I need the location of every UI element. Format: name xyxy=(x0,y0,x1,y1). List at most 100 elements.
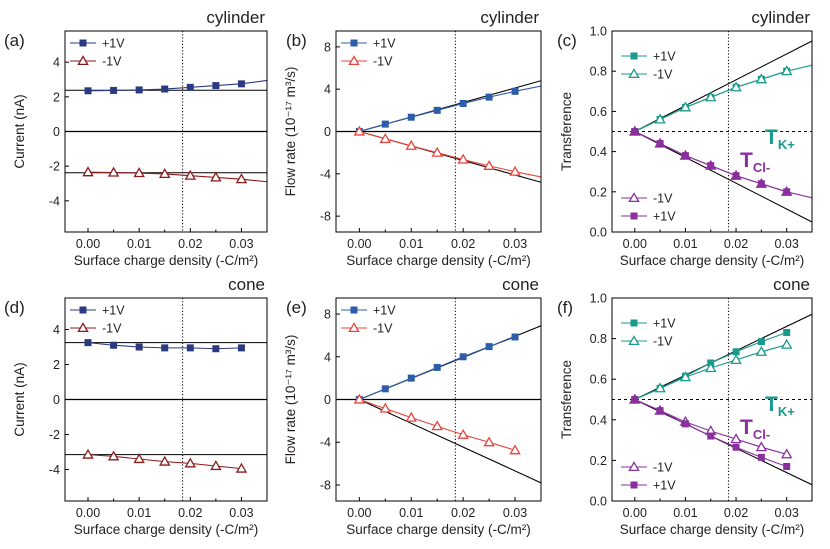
data-point xyxy=(705,91,717,102)
y-tick-label: 1.0 xyxy=(590,292,607,306)
data-point xyxy=(732,172,740,180)
y-tick-label: 0.0 xyxy=(590,226,607,240)
x-tick-label: 0.00 xyxy=(76,506,100,520)
x-tick-label: 0.01 xyxy=(673,506,697,520)
legend-item: -1V xyxy=(621,335,673,349)
x-axis-title: Surface charge density (-C/m²) xyxy=(74,253,259,268)
data-point xyxy=(783,462,791,470)
x-tick-label: 0.03 xyxy=(775,237,799,251)
data-point xyxy=(757,180,765,188)
y-tick-label: 0 xyxy=(53,393,60,407)
data-point xyxy=(159,168,171,179)
y-tick-label: 4 xyxy=(324,350,331,364)
data-point xyxy=(457,428,469,439)
data-point xyxy=(210,460,222,471)
legend-item: +1V xyxy=(621,210,676,224)
x-tick-label: 0.02 xyxy=(724,506,748,520)
data-point xyxy=(159,455,171,466)
series-line xyxy=(634,64,812,132)
legend-label: +1V xyxy=(653,210,676,224)
y-tick-label: 0.0 xyxy=(590,495,607,509)
t-symbol: T xyxy=(740,149,753,172)
legend-marker xyxy=(628,461,640,472)
legend-marker xyxy=(79,306,87,314)
legend-marker xyxy=(348,55,360,66)
legend-marker xyxy=(630,481,638,489)
panel-title: cone xyxy=(228,275,265,294)
plot-area xyxy=(336,31,541,232)
plot-frame xyxy=(611,297,813,502)
data-point xyxy=(133,453,145,464)
legend-marker xyxy=(79,39,87,47)
data-point xyxy=(511,87,519,95)
legend-item: -1V xyxy=(621,461,673,475)
x-tick-label: 0.00 xyxy=(623,506,647,520)
legend-item: -1V xyxy=(621,192,673,206)
data-point xyxy=(707,162,715,170)
legend-item: -1V xyxy=(341,322,393,336)
panel-title: cylinder xyxy=(206,8,265,27)
data-point xyxy=(757,338,765,346)
data-point xyxy=(353,393,366,404)
data-point xyxy=(433,363,441,371)
legend-item: +1V xyxy=(621,317,676,331)
legend-item: +1V xyxy=(341,37,396,51)
data-point xyxy=(161,344,169,352)
reference-line xyxy=(359,399,541,484)
legend-label: +1V xyxy=(373,37,396,51)
y-axis-title: Flow rate (10⁻¹⁷ m³/s) xyxy=(283,335,298,465)
legend-item: -1V xyxy=(70,55,122,69)
x-tick-label: 0.03 xyxy=(775,506,799,520)
series-line xyxy=(359,130,541,178)
data-point xyxy=(509,165,521,176)
data-point xyxy=(780,448,793,459)
panel-letter: (f) xyxy=(557,298,573,317)
legend-marker xyxy=(350,306,358,314)
t-subscript: K+ xyxy=(778,404,795,419)
data-point xyxy=(755,73,768,84)
t-subscript: Cl- xyxy=(753,427,770,442)
data-point xyxy=(431,146,443,157)
data-point xyxy=(161,85,169,93)
data-point xyxy=(757,453,765,461)
transference-cl-label: TCl- xyxy=(740,149,770,175)
panel-letter: (e) xyxy=(286,298,307,317)
data-point xyxy=(459,353,467,361)
y-tick-label: 4 xyxy=(324,83,331,97)
data-point xyxy=(135,86,143,94)
x-tick-label: 0.02 xyxy=(451,506,475,520)
legend-label: +1V xyxy=(653,317,676,331)
legend-item: +1V xyxy=(621,50,676,64)
x-tick-label: 0.03 xyxy=(229,506,253,520)
transference-k-label: TK+ xyxy=(765,126,795,152)
data-point xyxy=(407,374,415,382)
data-point xyxy=(483,436,495,447)
legend-label: -1V xyxy=(653,335,673,349)
y-tick-label: -8 xyxy=(320,210,331,224)
legend-item: +1V xyxy=(621,479,676,493)
y-tick-label: 0.2 xyxy=(590,454,607,468)
legend-marker xyxy=(628,192,640,203)
y-tick-label: 1.0 xyxy=(590,25,607,39)
x-tick-label: 0.03 xyxy=(503,506,527,520)
data-point xyxy=(186,344,194,352)
plot-area xyxy=(336,298,541,501)
x-tick-label: 0.00 xyxy=(76,237,100,251)
reference-line xyxy=(634,40,812,132)
data-point xyxy=(631,128,639,135)
panel-letter: (b) xyxy=(286,31,307,50)
x-tick-label: 0.03 xyxy=(229,237,253,251)
data-point xyxy=(186,83,194,91)
y-tick-label: 8 xyxy=(324,308,331,322)
data-point xyxy=(511,333,519,341)
panel-title: cone xyxy=(502,275,539,294)
data-point xyxy=(485,343,493,351)
data-point xyxy=(405,139,417,150)
x-tick-label: 0.02 xyxy=(178,237,202,251)
data-point xyxy=(107,166,120,177)
data-point xyxy=(631,396,639,403)
y-tick-label: 4 xyxy=(53,323,60,337)
legend-label: +1V xyxy=(102,304,125,318)
